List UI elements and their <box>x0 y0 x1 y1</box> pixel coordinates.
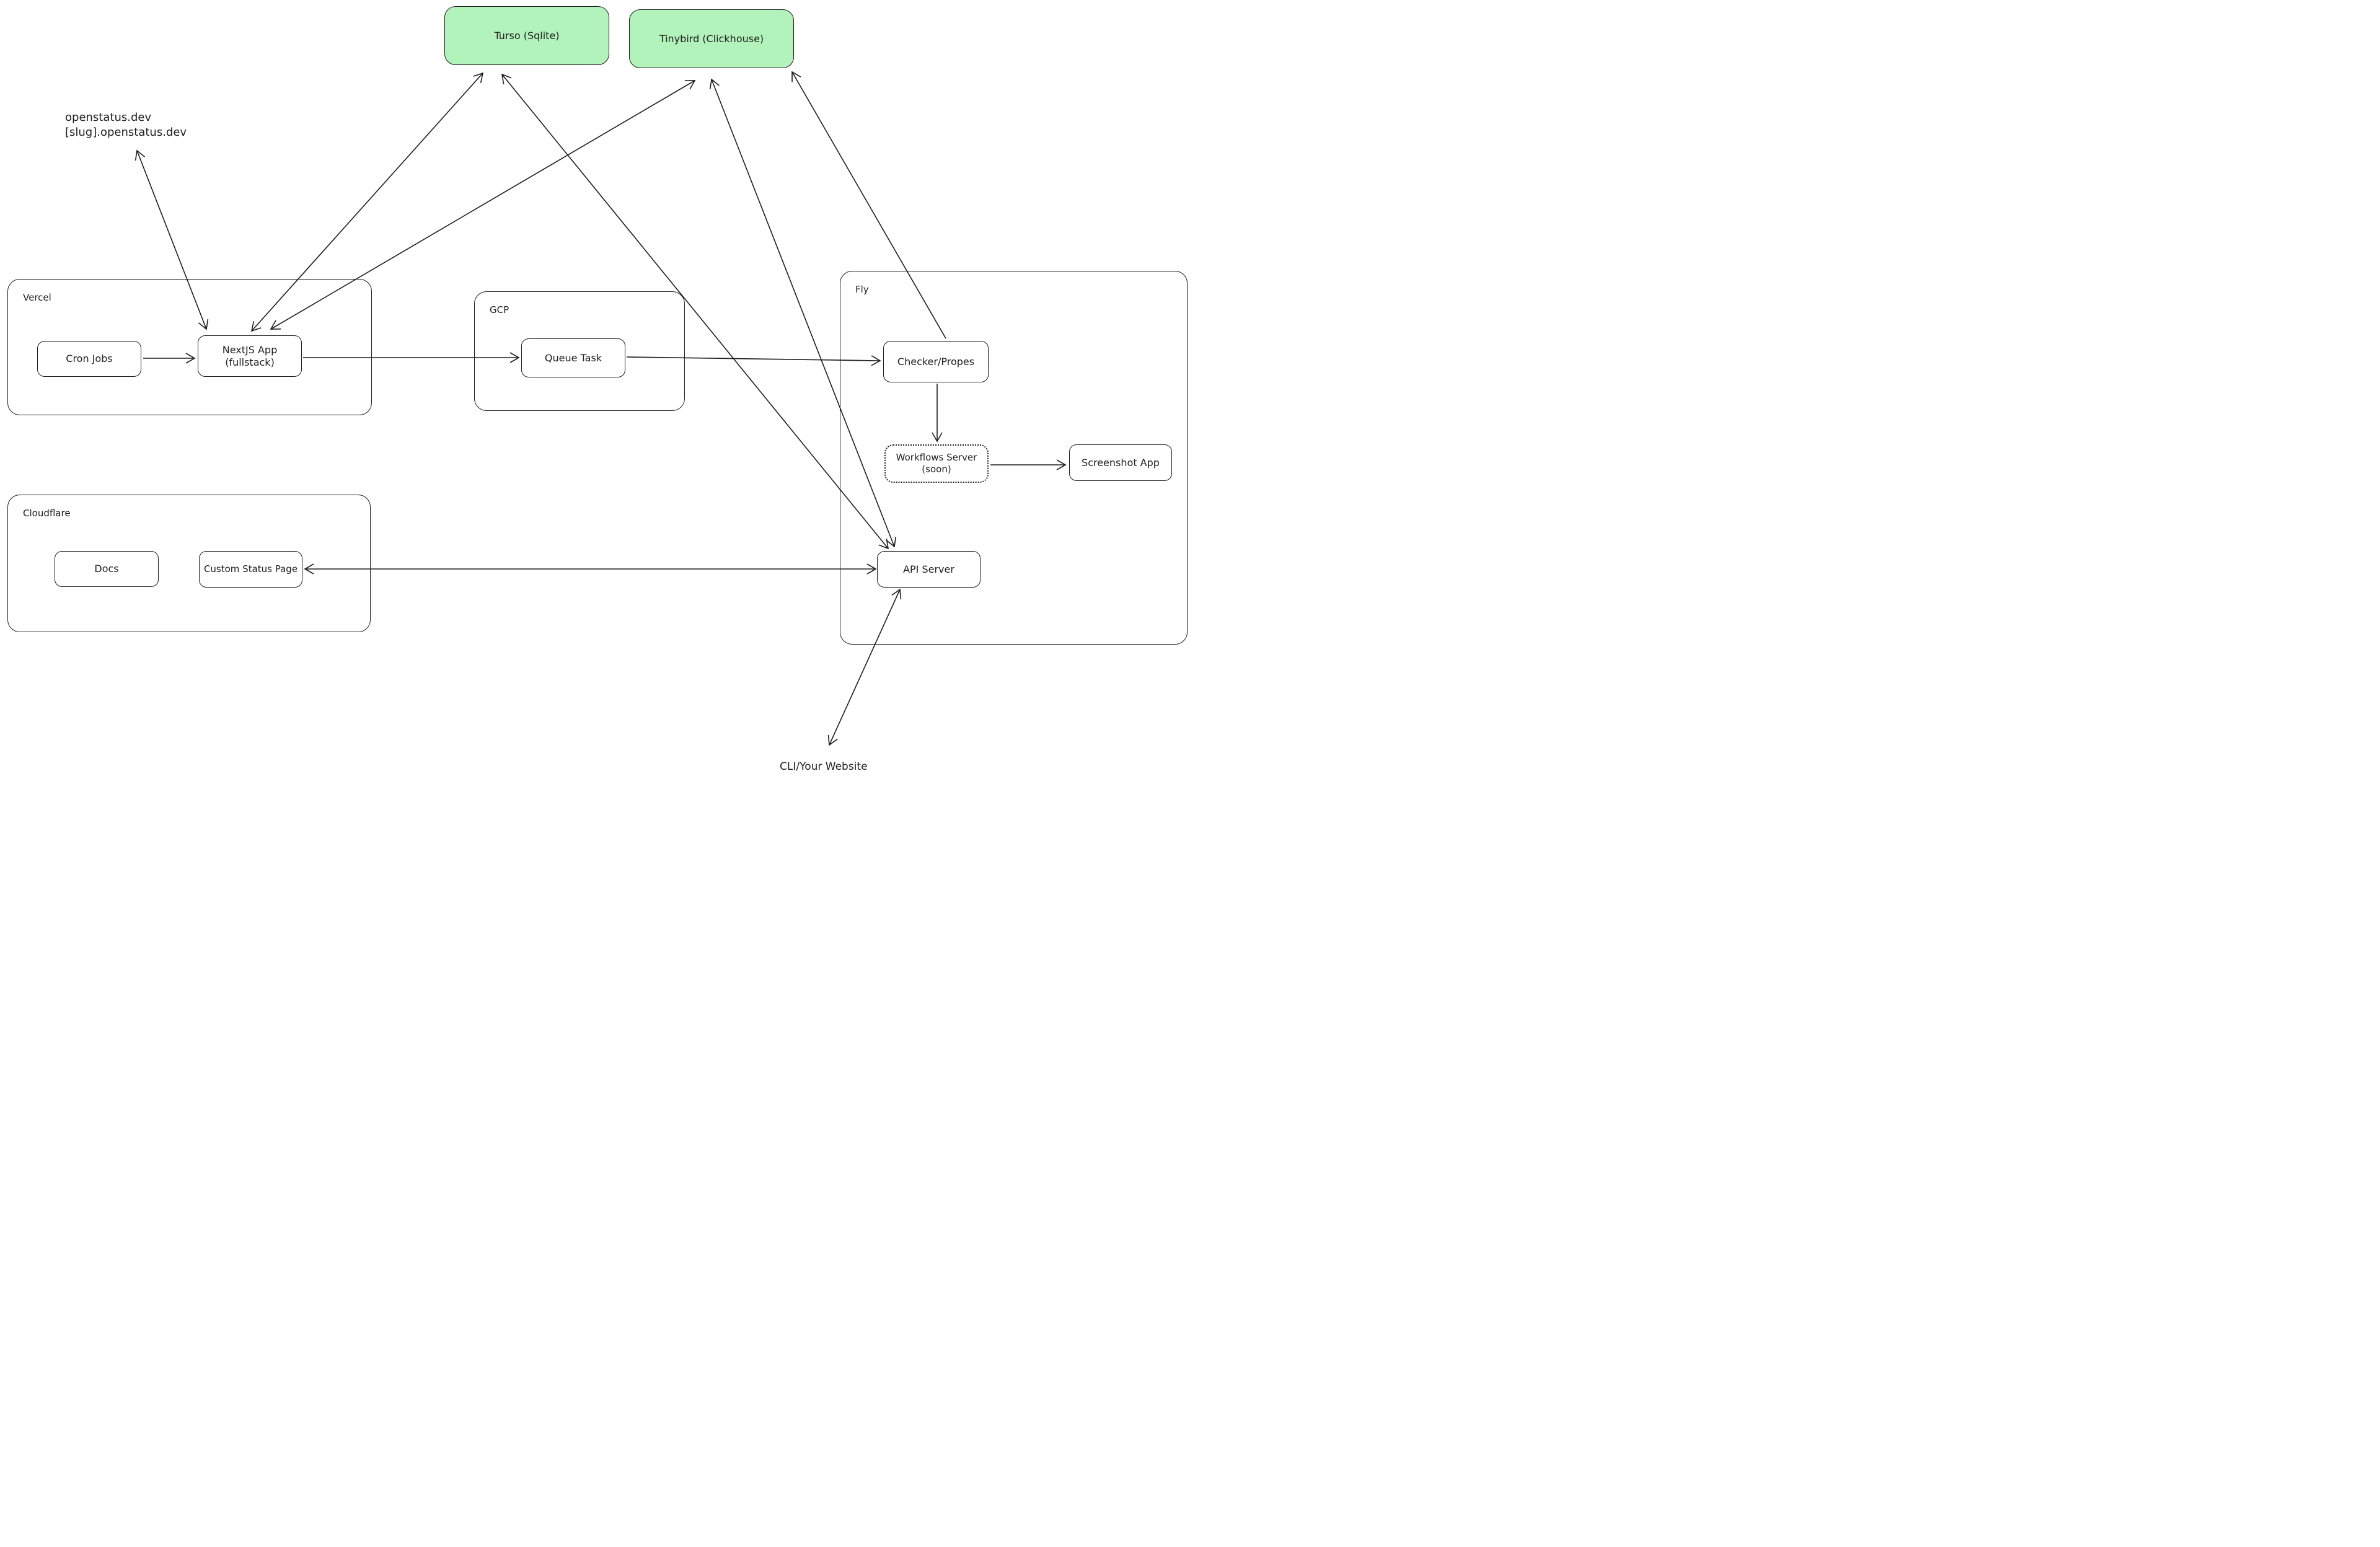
container-cloudflare: Cloudflare <box>7 495 371 632</box>
node-checker-propes: Checker/Propes <box>883 341 989 382</box>
node-api-server: API Server <box>877 551 981 588</box>
container-gcp-label: GCP <box>490 304 509 315</box>
node-screenshot-app: Screenshot App <box>1069 444 1172 481</box>
container-cloudflare-label: Cloudflare <box>23 508 71 519</box>
node-docs: Docs <box>55 551 159 587</box>
architecture-diagram-canvas: Vercel GCP Fly Cloudflare Turso (Sqlite)… <box>0 0 1190 774</box>
node-workflows-server: Workflows Server (soon) <box>884 444 989 483</box>
container-vercel-label: Vercel <box>23 292 51 303</box>
node-tinybird: Tinybird (Clickhouse) <box>629 9 794 68</box>
node-turso: Turso (Sqlite) <box>444 6 609 65</box>
node-queue-task: Queue Task <box>521 338 625 377</box>
node-cron-jobs: Cron Jobs <box>37 341 141 377</box>
node-nextjs-app: NextJS App (fullstack) <box>198 335 302 377</box>
node-custom-status-page: Custom Status Page <box>199 551 302 588</box>
container-fly-label: Fly <box>855 284 869 295</box>
label-cli-your-website: CLI/Your Website <box>780 760 868 773</box>
label-openstatus-domains: openstatus.dev [slug].openstatus.dev <box>65 111 187 139</box>
